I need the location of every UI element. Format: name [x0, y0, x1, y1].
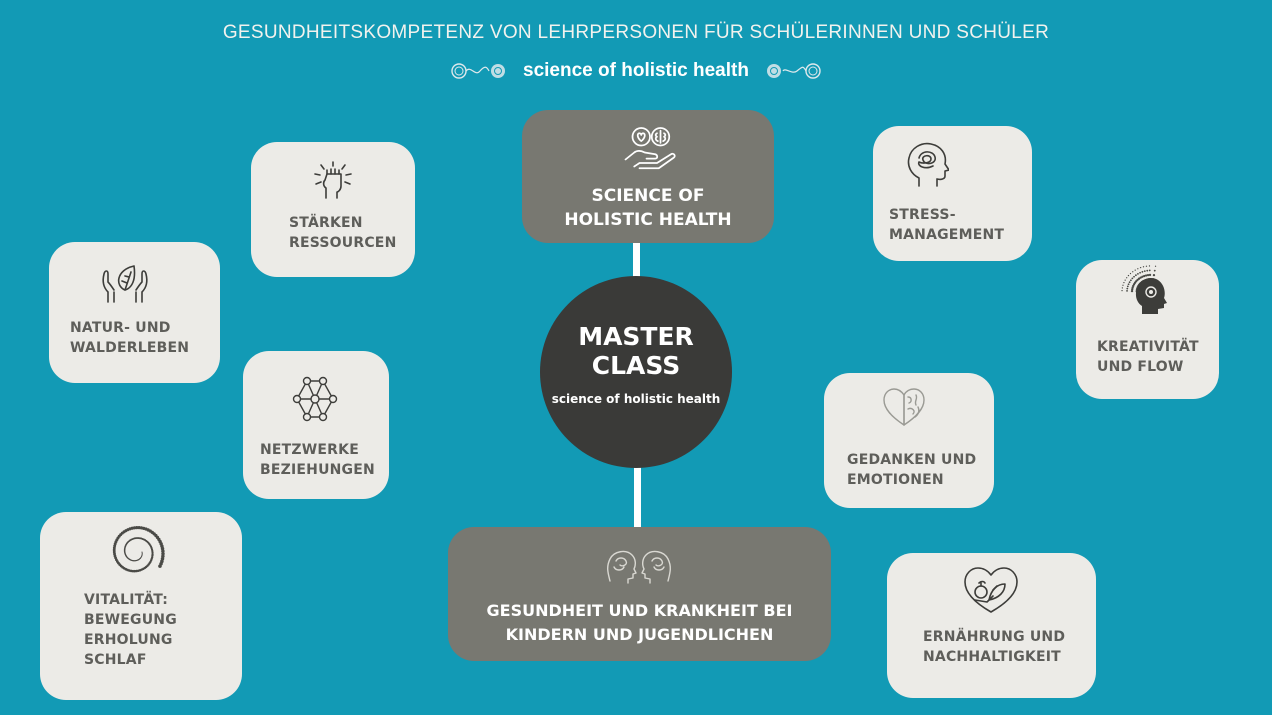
card-netzwerke-beziehungen: NETZWERKE BEZIEHUNGEN	[243, 351, 389, 499]
master-class-subtitle: science of holistic health	[551, 392, 721, 406]
card-ernaehrung-nachhaltigkeit: ERNÄHRUNG UND NACHHALTIGKEIT	[887, 553, 1096, 698]
card-kreativitaet-flow: KREATIVITÄT UND FLOW	[1076, 260, 1219, 399]
card-vitalitaet-label: VITALITÄT: BEWEGUNG ERHOLUNG SCHLAF	[84, 592, 177, 668]
ornament-left-icon	[451, 63, 506, 79]
dot-spiral-icon	[112, 526, 165, 573]
master-class-circle: MASTER CLASS science of holistic health	[540, 276, 732, 468]
gesundheit-krankheit-box: GESUNDHEIT UND KRANKHEIT BEI KINDERN UND…	[448, 527, 831, 661]
head-tangle-icon	[907, 142, 949, 187]
subtitle-row: science of holistic health	[0, 56, 1272, 86]
card-vitalitaet: VITALITÄT: BEWEGUNG ERHOLUNG SCHLAF	[40, 512, 242, 700]
science-holistic-health-label: SCIENCE OF HOLISTIC HEALTH	[564, 186, 732, 230]
card-staerken-ressourcen-label: STÄRKEN RESSOURCEN	[289, 215, 397, 251]
card-netzwerke-beziehungen-label: NETZWERKE BEZIEHUNGEN	[260, 442, 375, 478]
heart-brain-icon	[883, 388, 925, 426]
card-gedanken-emotionen-label: GEDANKEN UND EMOTIONEN	[847, 452, 977, 488]
page-title: GESUNDHEITSKOMPETENZ VON LEHRPERSONEN FÜ…	[222, 22, 1050, 43]
card-natur-walderleben: NATUR- UND WALDERLEBEN	[49, 242, 220, 383]
hands-leaf-icon	[102, 265, 148, 303]
raised-fist-icon	[314, 161, 352, 199]
ornament-right-icon	[766, 63, 821, 79]
heart-food-icon	[964, 567, 1018, 613]
card-ernaehrung-nachhaltigkeit-label: ERNÄHRUNG UND NACHHALTIGKEIT	[923, 629, 1066, 665]
master-class-title: MASTER CLASS	[578, 322, 694, 380]
card-staerken-ressourcen: STÄRKEN RESSOURCEN	[251, 142, 415, 277]
subtitle: science of holistic health	[523, 60, 749, 81]
network-people-icon	[292, 376, 338, 422]
card-kreativitaet-flow-label: KREATIVITÄT UND FLOW	[1097, 339, 1199, 375]
two-heads-brain-icon	[607, 550, 671, 584]
connector-bottom	[634, 466, 641, 528]
head-burst-icon	[1121, 265, 1167, 314]
card-stress-management-label: STRESS- MANAGEMENT	[889, 207, 1005, 243]
connector-top	[633, 242, 640, 278]
hands-heart-brain-icon	[624, 127, 676, 170]
science-holistic-health-box: SCIENCE OF HOLISTIC HEALTH	[522, 110, 774, 243]
card-gedanken-emotionen: GEDANKEN UND EMOTIONEN	[824, 373, 994, 508]
card-stress-management: STRESS- MANAGEMENT	[873, 126, 1032, 261]
gesundheit-krankheit-label: GESUNDHEIT UND KRANKHEIT BEI KINDERN UND…	[486, 601, 793, 644]
card-natur-walderleben-label: NATUR- UND WALDERLEBEN	[70, 320, 190, 356]
